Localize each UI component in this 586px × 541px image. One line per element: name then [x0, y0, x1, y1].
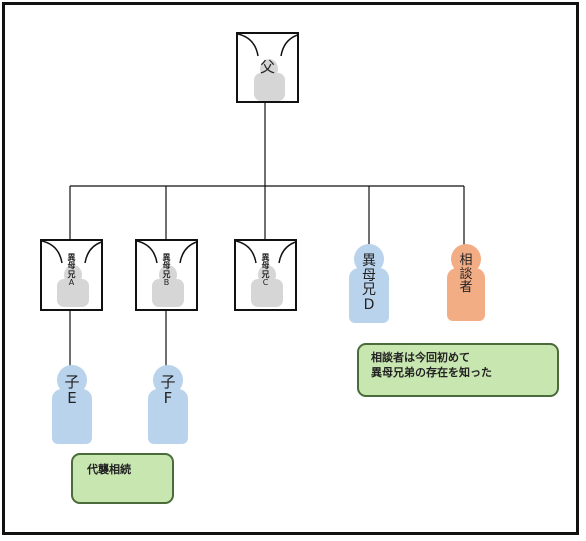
half-sibling-c-node: 異 母 兄 C: [234, 239, 297, 311]
half-sibling-d-label: 異 母 兄 D: [349, 254, 389, 313]
half-sibling-b-node: 異 母 兄 B: [135, 239, 198, 311]
label-char: 異: [261, 253, 270, 262]
father-node: 父: [236, 32, 299, 103]
father-label: 父: [259, 58, 275, 76]
label-char: 母: [67, 261, 76, 271]
half-sibling-d-node: 異 母 兄 D: [349, 244, 389, 324]
person-body: [148, 389, 188, 444]
label-letter: C: [262, 278, 269, 288]
label-char: 子: [160, 373, 176, 391]
label-char: 子: [64, 373, 80, 391]
label-letter: F: [163, 388, 173, 407]
portrait-frame-icon: [42, 241, 101, 307]
half-sibling-a-node: 異 母 兄 A: [40, 239, 103, 311]
half-sibling-a-label: 異 母 兄 A: [42, 253, 101, 288]
label-char: 談: [459, 266, 473, 282]
representation-note: 代襲相続: [71, 453, 174, 504]
portrait-frame-icon: [137, 241, 196, 307]
half-sibling-b-label: 異 母 兄 B: [137, 253, 196, 288]
label-letter: D: [363, 297, 375, 314]
label-char: 兄: [162, 269, 171, 279]
client-note-line1: 相談者は今回初めて: [371, 351, 470, 364]
label-char: 相: [459, 253, 473, 268]
label-char: 兄: [261, 269, 270, 279]
label-char: 者: [459, 280, 473, 296]
label-letter: B: [163, 278, 170, 288]
label-letter: E: [67, 388, 77, 407]
label-char: 異: [162, 253, 171, 262]
half-sibling-c-label: 異 母 兄 C: [236, 253, 295, 288]
child-f-node: 子 F: [148, 365, 188, 445]
person-body: [349, 268, 389, 323]
portrait-frame-icon: [238, 34, 297, 101]
portrait-frame-icon: [236, 241, 295, 307]
representation-note-text: 代襲相続: [87, 463, 131, 476]
label-char: 母: [261, 261, 270, 271]
client-note-line2: 異母兄弟の存在を知った: [371, 366, 492, 379]
child-f-label: 子 F: [148, 373, 188, 407]
client-note: 相談者は今回初めて 異母兄弟の存在を知った: [357, 343, 559, 397]
person-body: [52, 389, 92, 444]
label-letter: A: [68, 278, 75, 288]
label-char: 兄: [362, 282, 376, 299]
child-e-node: 子 E: [52, 365, 92, 445]
client-node: 相 談 者: [447, 244, 485, 322]
label-char: 異: [67, 253, 76, 262]
label-char: 母: [162, 261, 171, 271]
label-char: 母: [362, 267, 376, 284]
child-e-label: 子 E: [52, 373, 92, 407]
person-body: [447, 268, 485, 321]
label-char: 異: [362, 253, 376, 269]
client-label: 相 談 者: [447, 254, 485, 295]
label-char: 兄: [67, 269, 76, 279]
